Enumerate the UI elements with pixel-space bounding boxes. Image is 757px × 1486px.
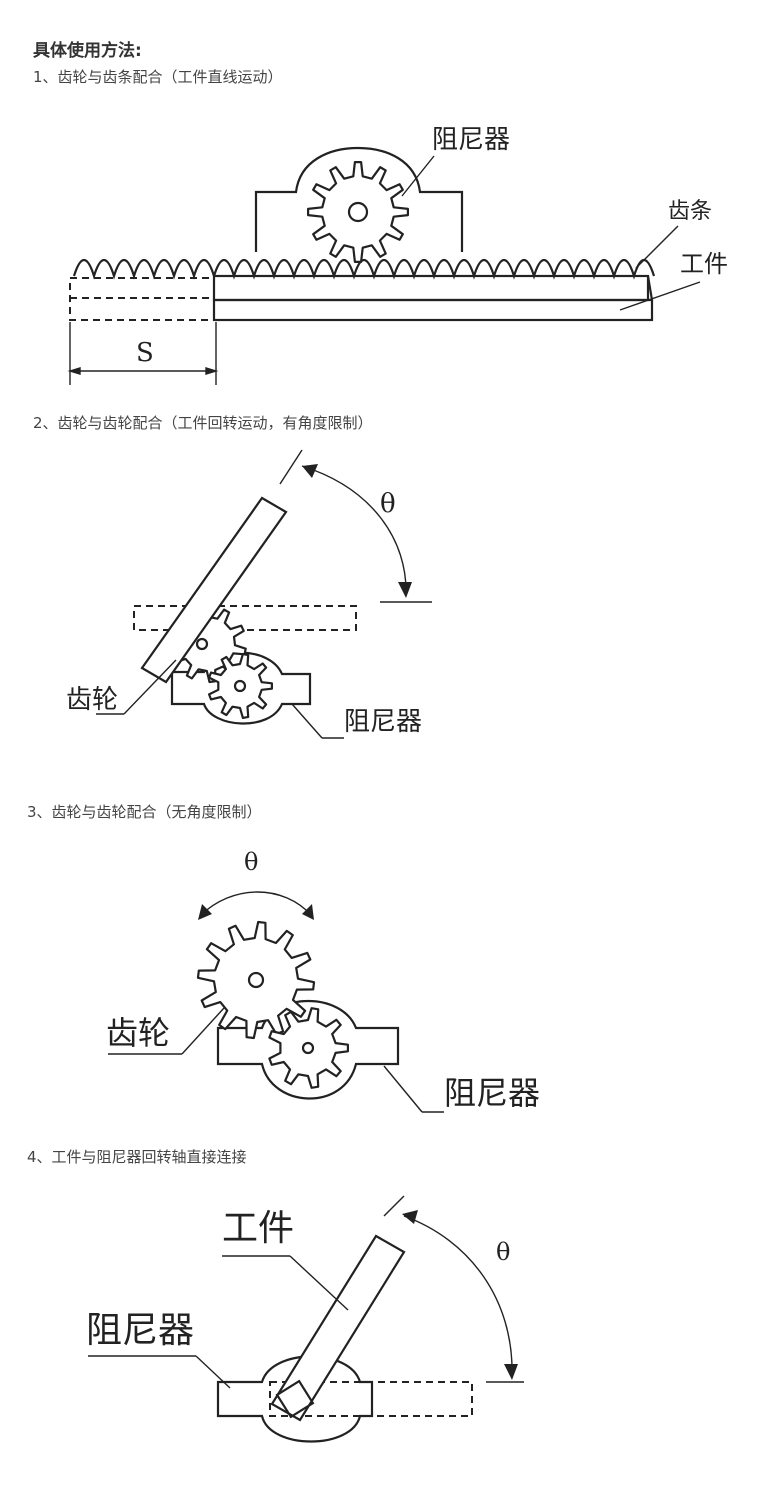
damper-gear-icon <box>268 1007 349 1089</box>
gear-label: 齿轮 <box>106 1014 170 1052</box>
gear-hub <box>347 201 369 223</box>
gear-label: 齿轮 <box>66 685 118 715</box>
angle-arc <box>301 465 407 597</box>
damper-gear-icon <box>208 653 273 719</box>
angle-arc <box>199 891 313 917</box>
workpiece-gear-icon <box>196 920 316 1040</box>
section-3-title: 3、齿轮与齿轮配合（无角度限制） <box>27 803 262 821</box>
gear-pair-unlimited-diagram: θ 齿轮 阻尼器 <box>106 848 540 1113</box>
shaft-square <box>275 1379 315 1419</box>
workpiece-bar <box>212 298 654 322</box>
stroke-label: S <box>136 338 154 368</box>
damper-label: 阻尼器 <box>444 1074 540 1112</box>
arm-end-ghost <box>133 605 357 631</box>
gear-pair-limited-diagram: θ 齿轮 阻尼器 <box>66 449 432 739</box>
section-4-title: 4、工件与阻尼器回转轴直接连接 <box>27 1148 247 1166</box>
rack-teeth <box>72 258 656 280</box>
angle-label: θ <box>496 1238 510 1266</box>
rotating-arm <box>140 496 288 684</box>
page-heading: 具体使用方法: <box>33 41 142 61</box>
arm-end-ghost <box>269 1381 473 1417</box>
section-2-title: 2、齿轮与齿轮配合（工件回转运动，有角度限制） <box>33 414 373 432</box>
rotating-arm <box>270 1234 406 1422</box>
damper-label: 阻尼器 <box>344 707 422 737</box>
damper-label: 阻尼器 <box>86 1310 194 1351</box>
angle-label: θ <box>380 489 396 519</box>
direct-shaft-diagram: θ 工件 阻尼器 <box>86 1195 524 1443</box>
rack-and-pinion-diagram: S 阻尼器 齿条 工件 <box>67 125 728 385</box>
rack-label: 齿条 <box>668 199 712 224</box>
damper-label: 阻尼器 <box>432 125 510 155</box>
rack-bar <box>212 274 650 302</box>
angle-label: θ <box>244 848 258 876</box>
angle-arc <box>403 1215 513 1377</box>
section-1-title: 1、齿轮与齿条配合（工件直线运动） <box>33 68 283 86</box>
damper-gear-icon <box>307 161 409 263</box>
workpiece-label: 工件 <box>222 1208 294 1249</box>
workpiece-label: 工件 <box>680 250 728 278</box>
